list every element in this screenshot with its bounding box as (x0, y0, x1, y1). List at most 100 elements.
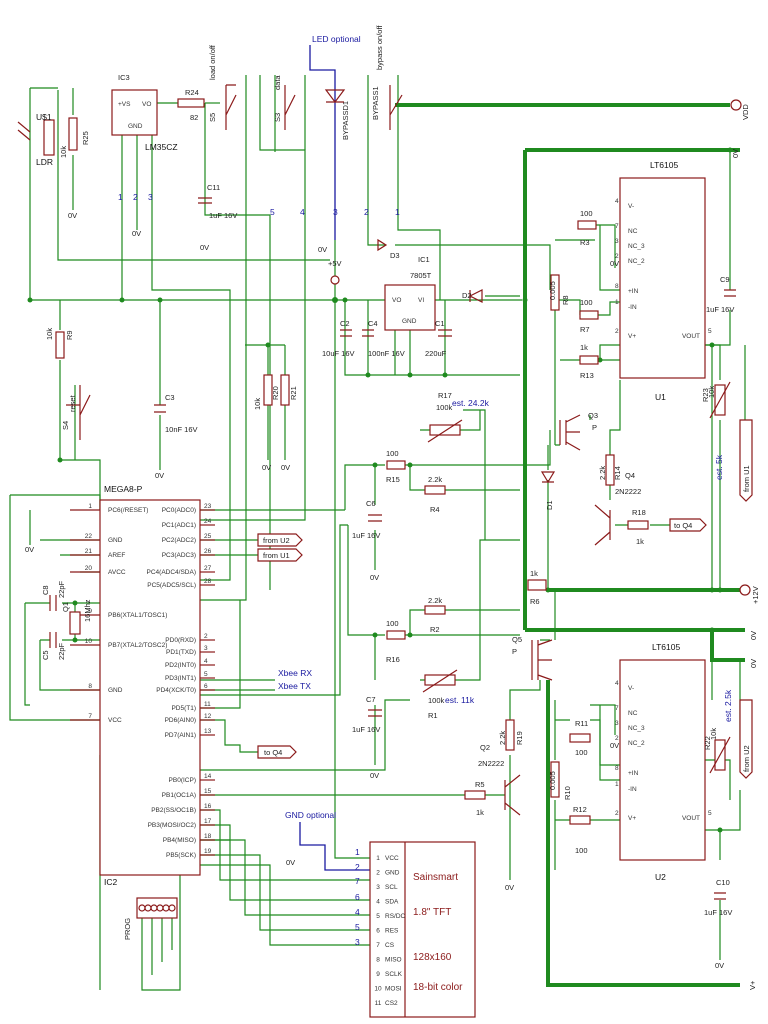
d1-ref: D1 (545, 500, 554, 510)
from-u1-label: from U1 (263, 551, 290, 560)
gnd-label: 0V (281, 463, 290, 472)
mcu-left-pin-number: 21 (85, 548, 93, 555)
r12-ref: R12 (573, 805, 587, 814)
ic1-pin-gnd: GND (402, 318, 417, 325)
r18-ref: R18 (632, 508, 646, 517)
prog-header: PROG (123, 897, 178, 940)
power-rails (395, 103, 745, 987)
q4-ref: Q4 (625, 471, 635, 480)
sw-num: 3 (333, 207, 338, 217)
r14-value: 2.2k (598, 466, 607, 480)
q5-ref: Q5 (512, 635, 522, 644)
c7: C7 1uF 16V 0V (352, 695, 382, 780)
gnd-label: 0V (715, 961, 724, 970)
gnd-label: 0V (200, 243, 209, 252)
tft-pin-number: 11 (375, 1000, 382, 1007)
gnd-label: 0V (318, 245, 327, 254)
mcu-right-pin-label: PD4(XCK/T0) (156, 687, 196, 694)
opamp-pin-number: 2 (615, 810, 619, 817)
tft-pin-label: SDA (385, 899, 399, 906)
tft-pin-number: 6 (376, 928, 380, 935)
ic1-pin-vo: VO (392, 297, 401, 304)
tft-header-number: 7 (355, 876, 360, 886)
mcu-right-pin-label: PD1(TXD) (166, 649, 196, 656)
u2-title: LT6105 (652, 642, 680, 652)
tft-pin-number: 9 (376, 971, 380, 978)
r17-value: 100k (436, 403, 453, 412)
opamp-pin-number: 8 (615, 283, 619, 290)
opamp-pin-label: V- (628, 203, 634, 210)
mcu-right-pins: PC0(ADC0)23PC1(ADC1)24PC2(ADC2)25PC3(ADC… (147, 503, 215, 859)
net-tag-to-q4: to Q4 (669, 518, 707, 532)
prog-label: PROG (123, 918, 132, 940)
c1-ref: C1 (435, 319, 445, 328)
r12-value: 100 (575, 846, 588, 855)
c4-ref: C4 (368, 319, 378, 328)
mcu-left-pin-label: GND (108, 687, 123, 694)
opamp-pin-number: 1 (615, 299, 619, 306)
mcu-left-pins: PC6(/RESET)1GND22AREF21AVCC20PB6(XTAL1/T… (85, 503, 168, 724)
switch-bypass1: BYPASS1 bypass on/off (371, 25, 403, 130)
mcu-right-pin-number: 28 (204, 578, 212, 585)
mcu-right-pin-label: PC0(ADC0) (162, 507, 196, 514)
r14-ref: R14 (613, 466, 622, 480)
mcu-right-pin-label: PD2(INT0) (165, 662, 196, 669)
mcu-left-pin-label: GND (108, 537, 123, 544)
opamp-pin-label: NC (628, 228, 638, 235)
c10: C10 1uF 16V 0V (704, 878, 732, 970)
r23-ref: R23 (701, 388, 710, 402)
c1: C1 220uF (425, 319, 452, 358)
d2: D2 (462, 289, 483, 303)
r5: R5 1k (464, 780, 486, 817)
mcu-right-pin-label: PC1(ADC1) (162, 522, 196, 529)
tft-pin-label: CS (385, 942, 395, 949)
bypass1-name: bypass on/off (375, 25, 384, 70)
q5: Q5 P (512, 635, 553, 681)
c5: C5 22pF (41, 632, 66, 660)
tft-pin-label: VCC (385, 855, 399, 862)
q4: Q4 2N2222 (594, 471, 641, 546)
tft-header-number: 4 (355, 907, 360, 917)
r22-value: 10k (709, 728, 718, 740)
tft-pin-label: CS2 (385, 1000, 398, 1007)
vdd-terminal: VDD 0V (730, 99, 750, 158)
c11-value: 1uF 16V (209, 211, 237, 220)
mcu-left-pin-label: PB7(XTAL2/TOSC2) (108, 642, 167, 649)
mcu-right-pin-label: PD0(RXD) (165, 637, 196, 644)
mcu-right-pin-label: PC3(ADC3) (162, 552, 196, 559)
tft-header-number: 6 (355, 892, 360, 902)
c11-ref: C11 (207, 183, 220, 192)
r20: 10k R20 0V (253, 374, 280, 472)
opamp-pin-number: 1 (615, 781, 619, 788)
opamp-pin-number: 7 (615, 223, 619, 230)
junction-dots (27, 147, 733, 833)
mcu-right-pin-number: 26 (204, 548, 212, 555)
gnd-label: 0V (505, 883, 514, 892)
r7-value: 100 (580, 298, 593, 307)
gnd-label: 0V (155, 471, 164, 480)
tft-header-number: 2 (355, 862, 360, 872)
net-tag-from-u1-right: from U1 (739, 419, 753, 502)
net-tag-from-u2: from U2 (257, 533, 303, 547)
r16-ref: R16 (386, 655, 400, 664)
r23-pot: R23 10k est. 5k (701, 381, 731, 480)
ldr-ref: U$1 (36, 112, 52, 122)
r4: 2.2k R4 (424, 475, 446, 514)
r21: R21 0V (280, 374, 298, 472)
rail-12v: +12V (739, 584, 760, 604)
ldr-label: LDR (36, 157, 53, 167)
mcu-right-pin-number: 19 (204, 848, 212, 855)
tft-pin-number: 10 (374, 986, 382, 993)
ic3: IC3 +VS VO GND LM35CZ 1 2 3 0V (111, 73, 178, 238)
mcu-right-pin-label: PD7(AIN1) (165, 732, 196, 739)
opamp-pin-label: V+ (628, 333, 636, 340)
sw-num: 5 (270, 207, 275, 217)
r9-ref: R9 (65, 330, 74, 340)
gnd-label: 0V (132, 229, 141, 238)
c6-value: 1uF 16V (352, 531, 380, 540)
mcu-left-pin-number: 9 (88, 608, 92, 615)
mcu-right-pin-label: PD3(INT1) (165, 675, 196, 682)
c10-value: 1uF 16V (704, 908, 732, 917)
r3-value: 100 (580, 209, 593, 218)
